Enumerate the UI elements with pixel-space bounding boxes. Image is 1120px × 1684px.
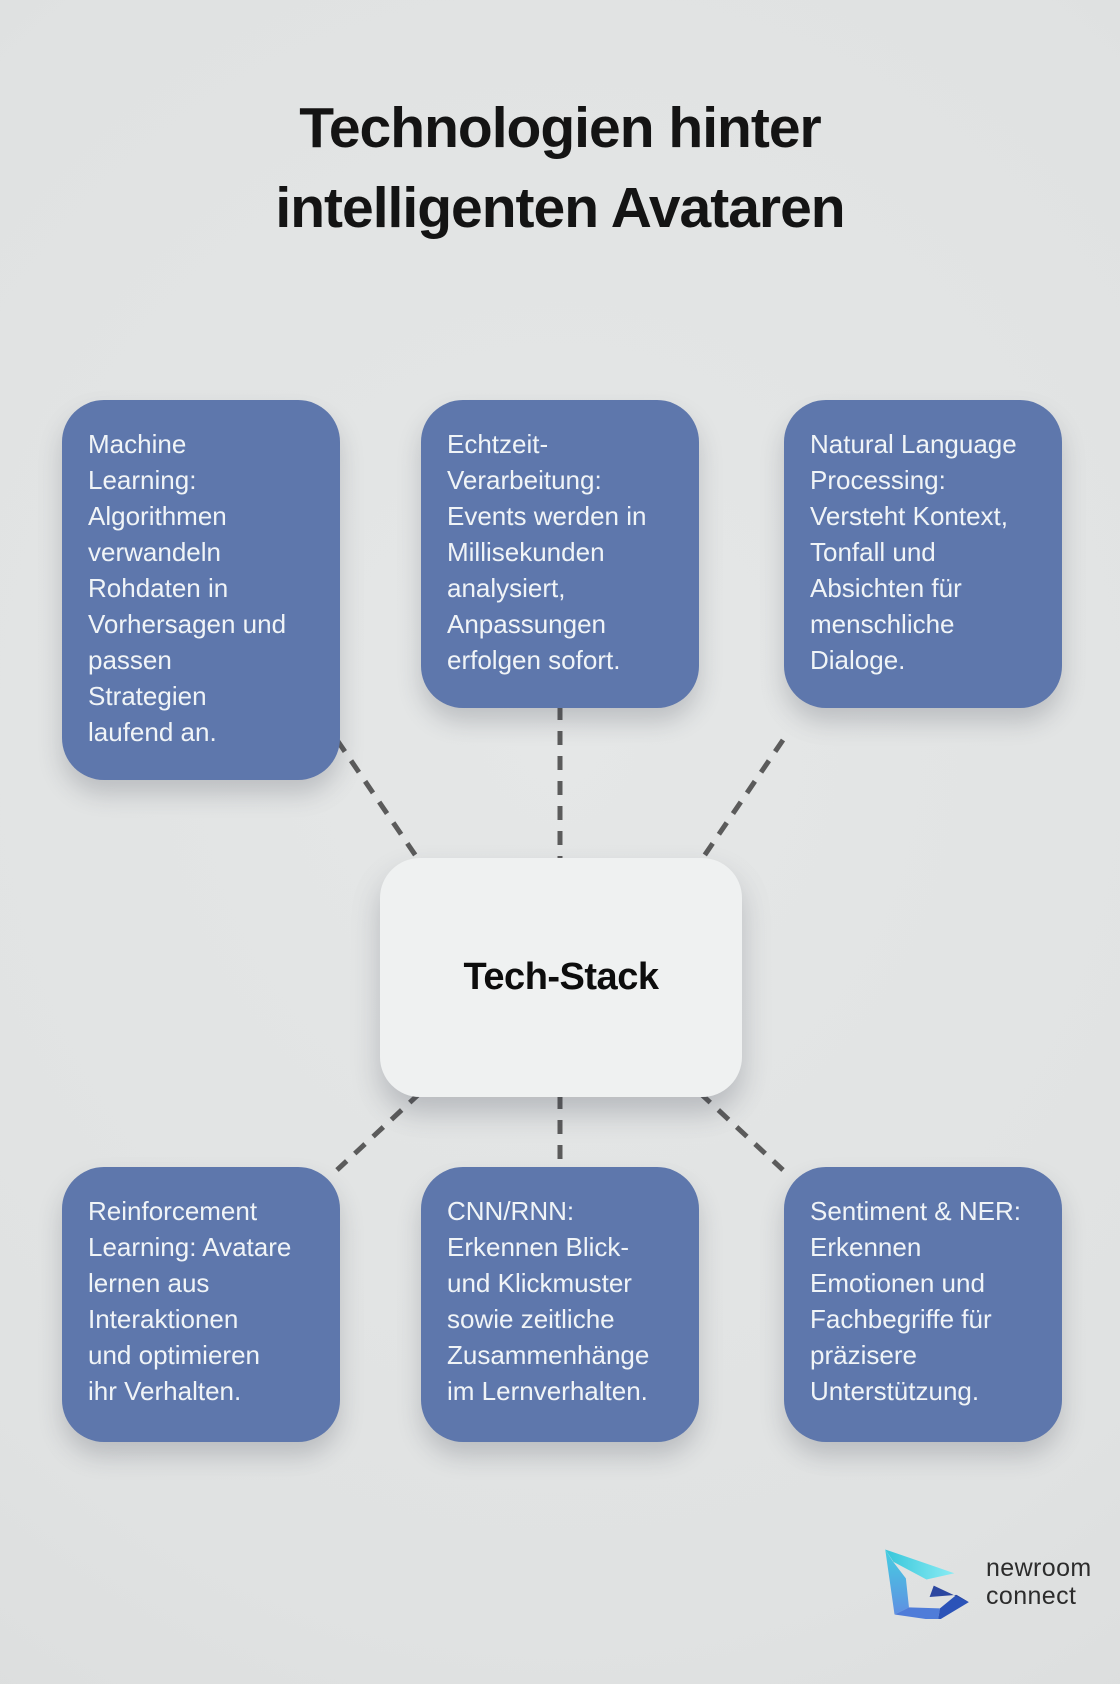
connector-machine-learning <box>334 738 423 864</box>
newroom-connect-logo-icon <box>885 1549 969 1619</box>
node-machine-learning-text: Machine Learning: Algorithmen verwandeln… <box>88 429 287 747</box>
connector-reinforcement <box>335 1091 422 1172</box>
center-node-tech-stack: Tech-Stack <box>380 858 742 1097</box>
logo-wordmark-line2: connect <box>986 1582 1077 1610</box>
node-echtzeit-verarbeitung-text: Echtzeit- Verarbeitung: Events werden in… <box>447 429 647 675</box>
connector-nlp <box>697 738 786 864</box>
node-sentiment-ner: Sentiment & NER: Erkennen Emotionen und … <box>784 1167 1062 1442</box>
logo-wordmark-line1: newroom <box>986 1554 1092 1582</box>
node-natural-language-processing: Natural Language Processing: Versteht Ko… <box>784 400 1062 708</box>
node-reinforcement-learning: Reinforcement Learning: Avatare lernen a… <box>62 1167 340 1442</box>
node-cnn-rnn-text: CNN/RNN: Erkennen Blick- und Klickmuster… <box>447 1196 650 1406</box>
node-machine-learning: Machine Learning: Algorithmen verwandeln… <box>62 400 340 780</box>
logo-newroom-connect: newroom connect <box>878 1543 1092 1619</box>
node-sentiment-ner-text: Sentiment & NER: Erkennen Emotionen und … <box>810 1196 1021 1406</box>
node-natural-language-processing-text: Natural Language Processing: Versteht Ko… <box>810 429 1017 675</box>
node-cnn-rnn: CNN/RNN: Erkennen Blick- und Klickmuster… <box>421 1167 699 1442</box>
node-echtzeit-verarbeitung: Echtzeit- Verarbeitung: Events werden in… <box>421 400 699 708</box>
connector-sentiment <box>698 1091 785 1172</box>
center-node-label: Tech-Stack <box>463 956 659 998</box>
logo-wordmark: newroom connect <box>986 1554 1092 1610</box>
node-reinforcement-learning-text: Reinforcement Learning: Avatare lernen a… <box>88 1196 292 1406</box>
page-title: Technologien hinter intelligenten Avatar… <box>275 96 845 240</box>
